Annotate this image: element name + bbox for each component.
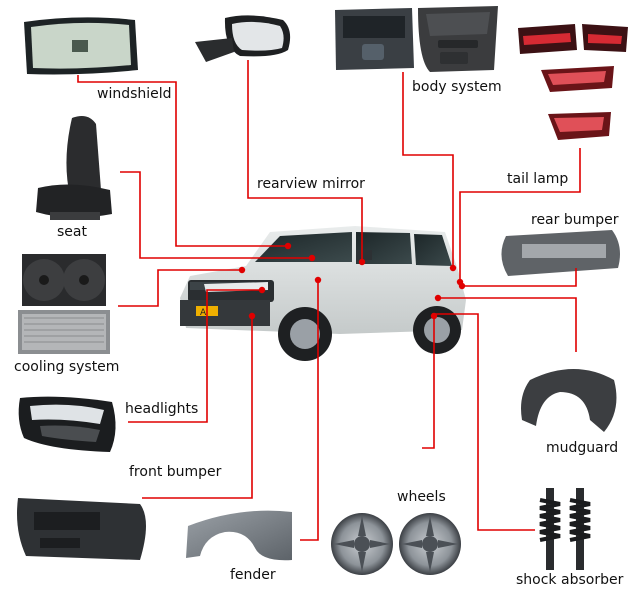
windshield-image xyxy=(24,17,138,75)
marker-headlights xyxy=(258,286,266,294)
label-front-bumper: front bumper xyxy=(129,464,222,480)
wheel-image-right xyxy=(399,513,461,575)
fender-image xyxy=(186,510,292,561)
marker-body-system xyxy=(449,264,457,272)
label-headlights: headlights xyxy=(125,401,199,417)
leader-headlights xyxy=(128,289,262,423)
radiator-fan-image xyxy=(22,254,106,306)
label-body-system: body system xyxy=(412,79,502,95)
wheel-image-left xyxy=(331,513,393,575)
label-seat: seat xyxy=(57,224,87,240)
seat-image xyxy=(36,116,112,220)
label-mudguard: mudguard xyxy=(546,440,619,456)
label-wheels: wheels xyxy=(397,489,446,505)
leader-tail-lamp xyxy=(459,148,581,280)
leader-wheels xyxy=(422,316,435,449)
leader-mudguard xyxy=(438,297,577,352)
label-fender: fender xyxy=(230,567,276,583)
label-cooling-system: cooling system xyxy=(14,359,120,375)
tailgate-image xyxy=(335,8,414,70)
label-shock-absorber: shock absorber xyxy=(516,572,624,588)
marker-windshield xyxy=(284,242,292,250)
marker-rear-bumper xyxy=(458,282,466,290)
label-rear-bumper: rear bumper xyxy=(531,212,619,228)
leader-seat xyxy=(120,171,312,259)
leader-rear-bumper xyxy=(462,268,577,287)
label-rearview-mirror: rearview mirror xyxy=(257,176,365,192)
leader-front-bumper xyxy=(142,316,253,499)
label-tail-lamp: tail lamp xyxy=(507,171,569,187)
vehicle-badge: A xyxy=(200,308,207,318)
marker-mudguard xyxy=(434,294,442,302)
front-bumper-image xyxy=(17,498,146,560)
mudguard-image xyxy=(521,369,617,432)
label-windshield: windshield xyxy=(97,86,172,102)
marker-wheels xyxy=(430,312,438,320)
shock-absorber-image xyxy=(539,488,591,570)
leader-fender xyxy=(300,280,319,541)
radiator-image xyxy=(18,310,110,354)
leader-shock-absorber xyxy=(432,313,535,531)
leader-windshield xyxy=(77,75,288,247)
leader-rearview-mirror xyxy=(247,60,363,262)
rear-bumper-image xyxy=(501,230,620,276)
tail-lamp-image xyxy=(518,24,628,140)
marker-rearview-mirror xyxy=(358,258,366,266)
leader-body-system xyxy=(402,72,454,268)
door-panel-image xyxy=(418,6,498,72)
headlight-image xyxy=(18,396,116,452)
marker-cooling-system xyxy=(238,266,246,274)
marker-seat xyxy=(308,254,316,262)
rearview-mirror-image xyxy=(195,15,291,62)
marker-fender xyxy=(314,276,322,284)
marker-front-bumper xyxy=(248,312,256,320)
leader-cooling-system xyxy=(118,269,242,307)
